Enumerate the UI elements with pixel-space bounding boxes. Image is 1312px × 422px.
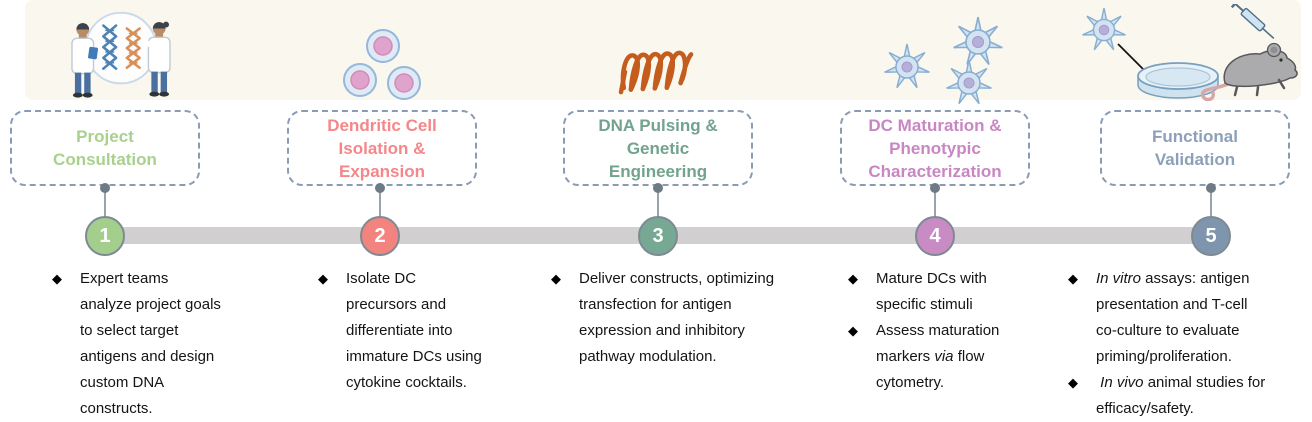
cell-dish-mouse-icon <box>1081 4 1298 101</box>
step-title-box: Functional Validation <box>1100 110 1290 186</box>
diamond-bullet-icon: ◆ <box>848 323 858 338</box>
step-title-box: DC Maturation & Phenotypic Characterizat… <box>840 110 1030 186</box>
diamond-bullet-icon: ◆ <box>318 271 328 286</box>
step-title-box: DNA Pulsing & Genetic Engineering <box>563 110 753 186</box>
connector-line <box>379 191 381 219</box>
diamond-bullet-icon: ◆ <box>52 271 62 286</box>
connector-line <box>104 191 106 219</box>
diamond-bullet-icon: ◆ <box>551 271 561 286</box>
scientists-dna-icon <box>71 11 171 98</box>
step-title: Dendritic Cell Isolation & Expansion <box>327 115 437 181</box>
syringe-icon <box>1230 4 1275 40</box>
step-title: Functional Validation <box>1152 127 1238 169</box>
step-number-circle: 3 <box>638 216 678 256</box>
scientist-right <box>141 21 171 97</box>
connector-dot <box>653 183 663 193</box>
step-title-box: Project Consultation <box>10 110 200 186</box>
step-number-circle: 5 <box>1191 216 1231 256</box>
step-number-circle: 4 <box>915 216 955 256</box>
step-number-circle: 2 <box>360 216 400 256</box>
scientist-left <box>71 23 99 98</box>
connector-line <box>657 191 659 219</box>
cells-icon <box>343 29 421 100</box>
step-number-circle: 1 <box>85 216 125 256</box>
diamond-bullet-icon: ◆ <box>1068 271 1078 286</box>
petri-dish-icon <box>1137 62 1219 99</box>
step-title: Project Consultation <box>53 127 157 169</box>
connector-line <box>934 191 936 219</box>
connector-dot <box>1206 183 1216 193</box>
connector-dot <box>930 183 940 193</box>
dna-strand-icon <box>618 50 694 95</box>
connector-line <box>1210 191 1212 219</box>
diamond-bullet-icon: ◆ <box>1068 375 1078 390</box>
diamond-bullet-icon: ◆ <box>848 271 858 286</box>
connector-dot <box>100 183 110 193</box>
mouse-icon <box>1200 42 1298 101</box>
step-title: DC Maturation & Phenotypic Characterizat… <box>868 115 1002 181</box>
step-title: DNA Pulsing & Genetic Engineering <box>598 115 718 181</box>
connector-dot <box>375 183 385 193</box>
dendritic-cells-icon <box>883 16 1004 106</box>
step-title-box: Dendritic Cell Isolation & Expansion <box>287 110 477 186</box>
